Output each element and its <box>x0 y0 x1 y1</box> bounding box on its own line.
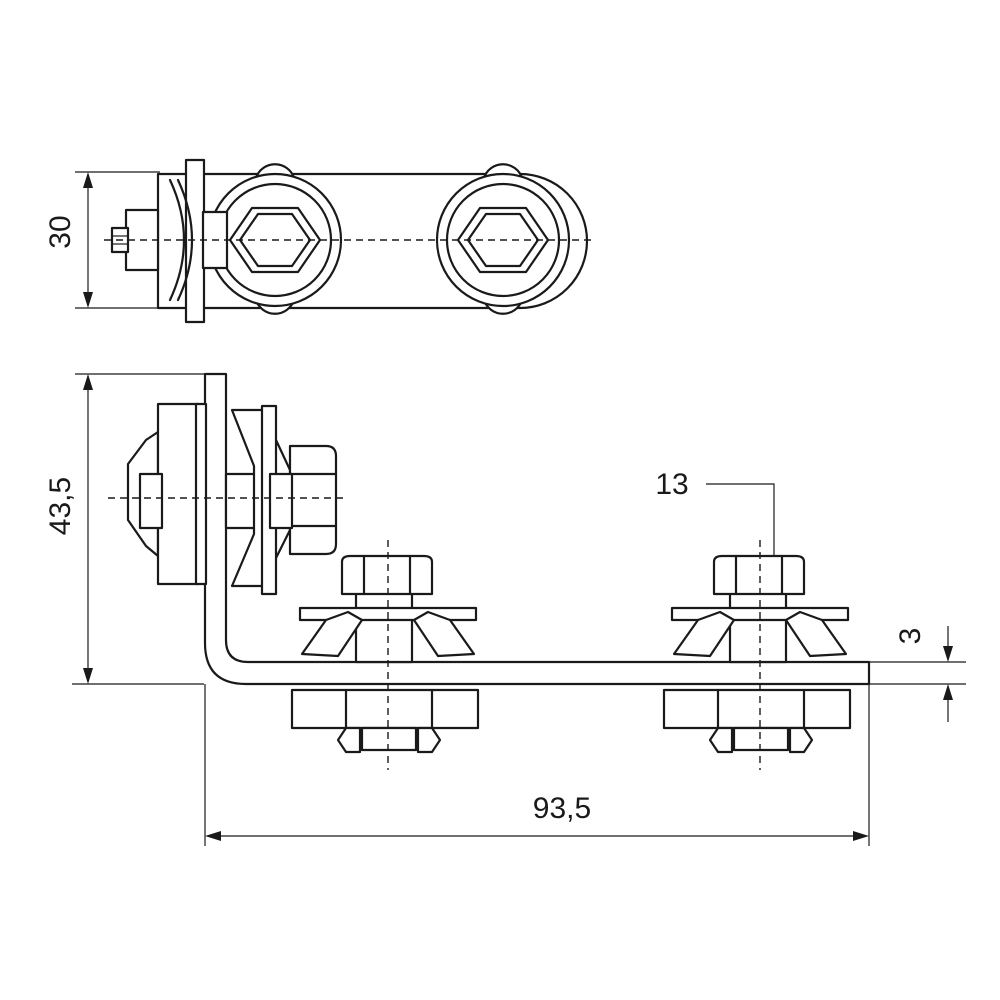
dimension-side-height: 43,5 <box>44 373 204 685</box>
dimension-total-length: 93,5 <box>204 684 870 846</box>
side-view: 43,5 <box>44 372 966 846</box>
side-bottom-right-clamp <box>662 540 852 770</box>
bolt-size-label: 13 <box>655 468 688 501</box>
side-horizontal-bolt <box>108 402 346 596</box>
angle-bracket <box>203 372 871 686</box>
dimension-top-height: 30 <box>44 171 160 309</box>
dimension-thickness-label: 3 <box>894 628 927 645</box>
dimension-side-height-label: 43,5 <box>44 477 77 535</box>
dimension-total-length-label: 93,5 <box>533 792 591 825</box>
side-bottom-left-clamp <box>290 540 480 770</box>
bolt-size-callout: 13 <box>655 468 775 556</box>
dimension-thickness: 3 <box>869 626 966 722</box>
dimension-top-height-label: 30 <box>44 215 77 248</box>
top-view: 30 <box>44 158 594 324</box>
